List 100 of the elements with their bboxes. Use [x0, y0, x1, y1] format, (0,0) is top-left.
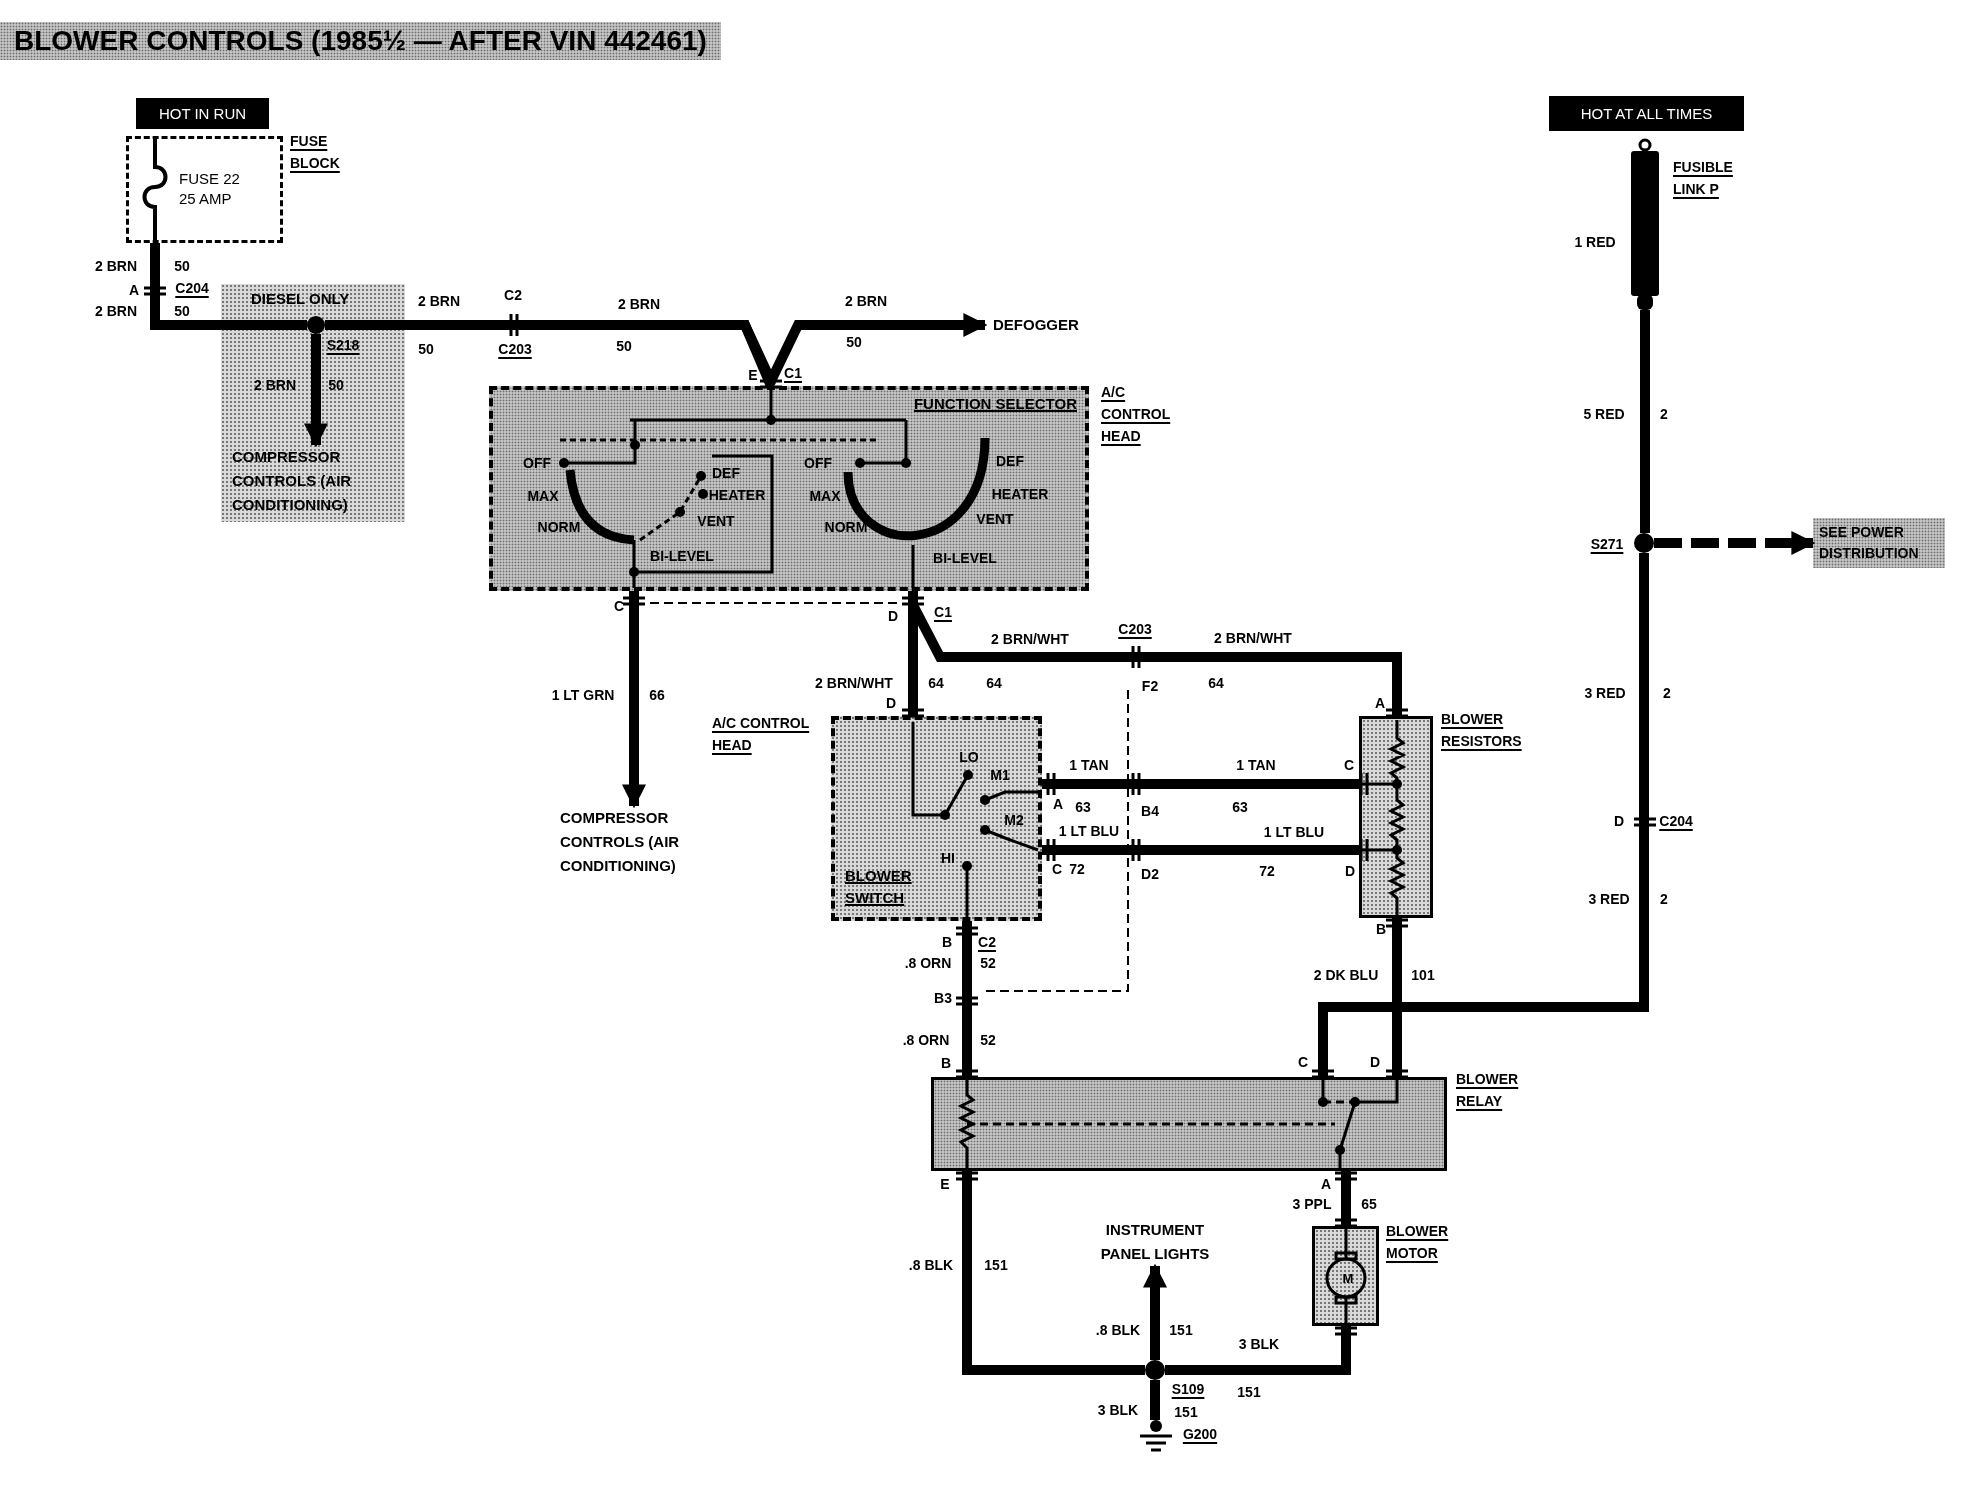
switch-position-label: M2 [1004, 812, 1024, 828]
destination-label: DEFOGGER [985, 313, 1095, 337]
wire-label: 2 BRN [418, 293, 460, 309]
wire [1042, 845, 1359, 855]
wire-label: 1 TAN [1236, 757, 1276, 773]
switch-position-label: VENT [697, 513, 735, 529]
wire-label: 50 [616, 338, 632, 354]
power-source-tag [136, 98, 269, 129]
wire-label: 63 [1075, 799, 1091, 815]
wire-label: 101 [1411, 967, 1435, 983]
wire-label: 52 [980, 955, 996, 971]
connector-id: G200 [1182, 1426, 1218, 1442]
pin-label: E [748, 367, 758, 383]
connector-id: S109 [1171, 1381, 1205, 1397]
wire-label: 64 [986, 675, 1002, 691]
switch-position-label: NORM [824, 519, 868, 535]
wire [1392, 918, 1402, 1077]
power-source-text: HOT IN RUN [157, 104, 248, 124]
switch-position-label: OFF [523, 455, 551, 471]
wire [1165, 1326, 1351, 1375]
wire-label: 151 [984, 1257, 1008, 1273]
wire-label: 2 BRN/WHT [1214, 630, 1292, 646]
component-text: SEE POWER DISTRIBUTION [1819, 523, 1920, 563]
wire-label: 72 [1069, 861, 1085, 877]
connector-id: C204 [1659, 813, 1693, 829]
wire-label: 63 [1232, 799, 1248, 815]
pin-label: B [1375, 921, 1387, 937]
blower-switch-box [831, 716, 1042, 921]
wire-label: 3 PPL [1292, 1196, 1332, 1212]
splice-dot [1634, 533, 1654, 553]
switch-position-label: DEF [712, 465, 740, 481]
switch-position-label: BI-LEVEL [650, 548, 714, 564]
splice-dot [1145, 1360, 1165, 1380]
wire-label: 50 [174, 303, 190, 319]
pin-label: E [940, 1176, 950, 1192]
component-name: A/C CONTROL HEAD [712, 714, 811, 755]
wire-label: 3 BLK [1097, 1402, 1139, 1418]
wire-label: 2 BRN/WHT [991, 631, 1069, 647]
pin-label: B4 [1141, 803, 1159, 819]
pin-label: B [940, 1055, 952, 1071]
pin-label: F2 [1141, 678, 1159, 694]
splice-dot [307, 316, 325, 334]
switch-position-label: OFF [804, 455, 832, 471]
wire-label: 1 RED [1574, 234, 1616, 250]
pin-label: A [1320, 1176, 1332, 1192]
diagram-title: BLOWER CONTROLS (1985½ — AFTER VIN 442461) [0, 22, 721, 60]
wire-label: .8 ORN [904, 955, 952, 971]
reference-label [1813, 518, 1945, 568]
wire [1654, 531, 1816, 555]
wire [1341, 1171, 1351, 1226]
wire [1150, 1380, 1160, 1420]
switch-position-label: VENT [976, 511, 1014, 527]
pin-label: D [887, 608, 899, 624]
pin-label: D [1344, 863, 1356, 879]
shaded-option-area [221, 284, 405, 522]
pin-label: D [885, 695, 897, 711]
switch-position-label: DEF [996, 453, 1024, 469]
connector-id: C1 [784, 365, 802, 381]
blower-relay-box [931, 1077, 1447, 1171]
wire [150, 243, 307, 330]
wire-label: 52 [980, 1032, 996, 1048]
pin-label: A [128, 282, 140, 298]
wire-label: 50 [846, 334, 862, 350]
wire-label: 2 [1660, 406, 1668, 422]
wire-label: 3 RED [1588, 891, 1630, 907]
pin-label: D [1369, 1054, 1381, 1070]
wire [622, 591, 646, 809]
switch-position-label: BI-LEVEL [933, 550, 997, 566]
wire-label: 151 [1174, 1404, 1198, 1420]
connector-id: C204 [175, 280, 209, 296]
wire-label: .8 ORN [902, 1032, 950, 1048]
pin-label: C2 [504, 287, 522, 303]
destination-label: INSTRUMENT PANEL LIGHTS [1080, 1218, 1230, 1266]
component-name: BLOWER RESISTORS [1441, 710, 1523, 751]
destination-label: COMPRESSOR CONTROLS (AIR CONDITIONING) [560, 806, 750, 878]
switch-position-label: MAX [809, 488, 841, 504]
connector-id: C2 [978, 934, 996, 950]
pin-label: C [613, 598, 625, 614]
wire-label: 2 BRN [95, 258, 137, 274]
switch-position-label: LO [959, 749, 979, 765]
pin-label: C [1051, 861, 1063, 877]
wire-label: 5 RED [1583, 406, 1625, 422]
fusible-link [1628, 138, 1662, 310]
function-selector-box [489, 386, 1089, 591]
wire-label: 2 BRN [95, 303, 137, 319]
fuse-block [126, 136, 283, 243]
component-name: BLOWER RELAY [1456, 1070, 1520, 1111]
wire [962, 1171, 1145, 1375]
wire-label: .8 BLK [908, 1257, 954, 1273]
wire-label: 2 BRN [618, 296, 660, 312]
pin-label: B [941, 934, 953, 950]
destination-label: COMPRESSOR CONTROLS (AIR CONDITIONING) [232, 445, 404, 517]
power-source-tag [1549, 96, 1744, 131]
wire [962, 921, 972, 1077]
switch-position-label: MAX [527, 488, 559, 504]
component-name: A/C CONTROL HEAD [1101, 383, 1172, 446]
pin-label: A [1374, 695, 1386, 711]
wire-label: 1 LT BLU [1058, 823, 1120, 839]
wire-label: 151 [1169, 1322, 1193, 1338]
wire-label: 3 BLK [1238, 1336, 1280, 1352]
